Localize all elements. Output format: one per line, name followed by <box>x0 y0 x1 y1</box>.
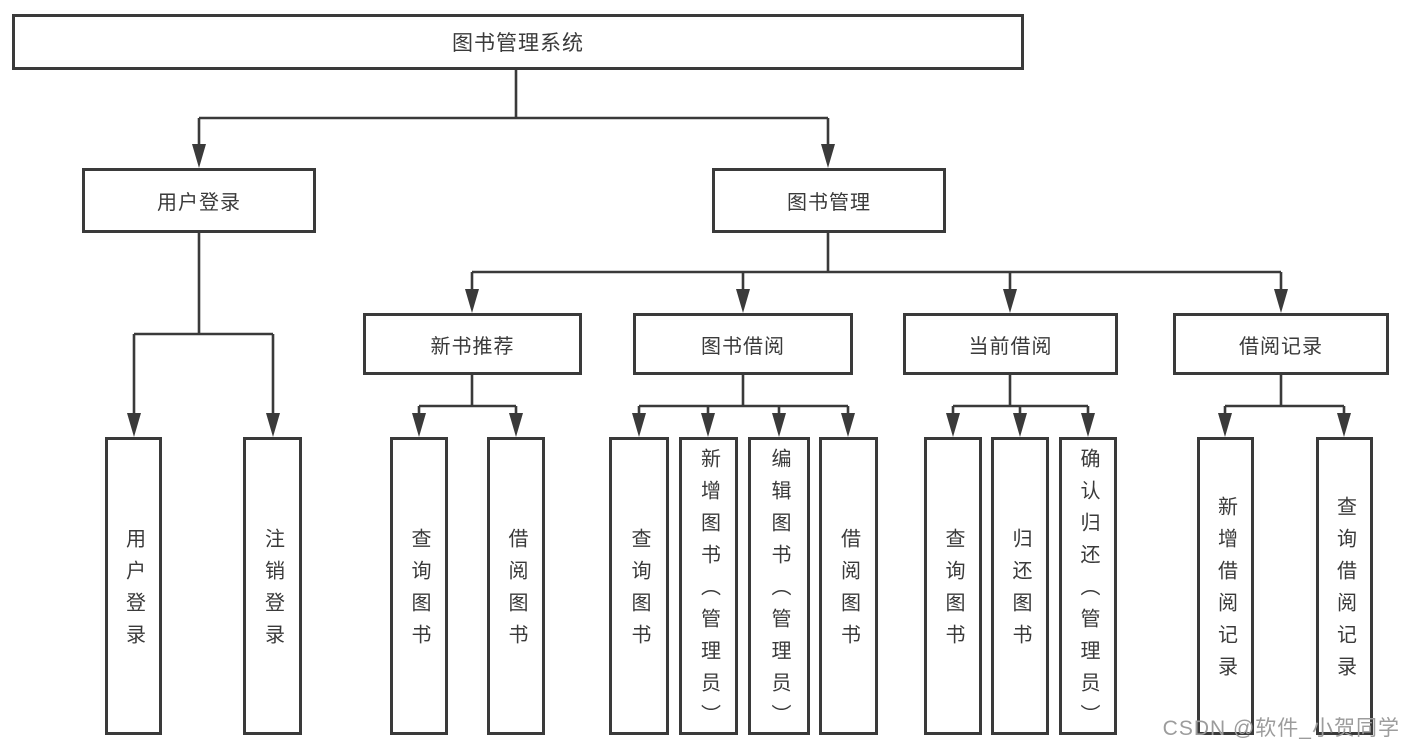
node-book-borrow: 图书借阅 <box>633 313 853 375</box>
leaf-query-books-borrow: 查询图书 <box>609 437 669 735</box>
arrowhead-icon <box>192 144 206 168</box>
arrowhead-icon <box>1274 289 1288 313</box>
leaf-label: 借阅图书 <box>837 528 860 656</box>
arrowhead-icon <box>509 413 523 437</box>
leaf-label: 新增借阅记录 <box>1214 496 1237 688</box>
arrowhead-icon <box>127 413 141 437</box>
arrowhead-icon <box>412 413 426 437</box>
arrowhead-icon <box>1003 289 1017 313</box>
node-borrow-records: 借阅记录 <box>1173 313 1389 375</box>
leaf-logout: 注销登录 <box>243 437 302 735</box>
leaf-query-borrow-record: 查询借阅记录 <box>1316 437 1373 735</box>
node-user-login: 用户登录 <box>82 168 316 233</box>
leaf-label: 编辑图书（管理员） <box>768 448 790 736</box>
connector-book-borrow-children <box>632 375 855 437</box>
leaf-label: 查询借阅记录 <box>1333 496 1356 688</box>
leaf-label: 新增图书（管理员） <box>697 448 720 736</box>
leaf-label: 确认归还（管理员） <box>1077 448 1099 736</box>
connector-book-management-children <box>465 233 1288 313</box>
leaf-query-books-recommend: 查询图书 <box>390 437 448 735</box>
leaf-label: 查询图书 <box>628 528 650 656</box>
leaf-user-login: 用户登录 <box>105 437 162 735</box>
leaf-label: 注销登录 <box>261 528 284 656</box>
arrowhead-icon <box>1013 413 1027 437</box>
arrowhead-icon <box>946 413 960 437</box>
arrowhead-icon <box>1081 413 1095 437</box>
connector-root-to-level2 <box>192 70 835 168</box>
arrowhead-icon <box>632 413 646 437</box>
connector-borrow-records-children <box>1218 375 1351 437</box>
arrowhead-icon <box>266 413 280 437</box>
arrowhead-icon <box>1337 413 1351 437</box>
leaf-add-book-admin: 新增图书（管理员） <box>679 437 738 736</box>
connector-current-borrow-children <box>946 375 1095 437</box>
arrowhead-icon <box>736 289 750 313</box>
leaf-label: 查询图书 <box>408 528 430 656</box>
leaf-add-borrow-record: 新增借阅记录 <box>1197 437 1254 735</box>
leaf-borrow-books: 借阅图书 <box>819 437 878 735</box>
arrowhead-icon <box>772 413 786 437</box>
arrowhead-icon <box>821 144 835 168</box>
leaf-label: 借阅图书 <box>505 528 527 656</box>
arrowhead-icon <box>841 413 855 437</box>
leaf-borrow-books-recommend: 借阅图书 <box>487 437 545 735</box>
leaf-confirm-return-admin: 确认归还（管理员） <box>1059 437 1117 736</box>
connector-user-login-children <box>127 233 280 437</box>
node-current-borrow: 当前借阅 <box>903 313 1118 375</box>
leaf-label: 用户登录 <box>122 528 145 656</box>
node-book-management: 图书管理 <box>712 168 946 233</box>
csdn-watermark: CSDN @软件_小贺同学 <box>1162 717 1400 740</box>
node-library-management-system: 图书管理系统 <box>12 14 1024 70</box>
arrowhead-icon <box>1218 413 1232 437</box>
leaf-query-books-current: 查询图书 <box>924 437 982 735</box>
arrowhead-icon <box>465 289 479 313</box>
leaf-label: 查询图书 <box>942 528 964 656</box>
leaf-return-books: 归还图书 <box>991 437 1049 735</box>
node-new-book-recommend: 新书推荐 <box>363 313 582 375</box>
connector-new-book-recommend-children <box>412 375 523 437</box>
arrowhead-icon <box>701 413 715 437</box>
leaf-edit-book-admin: 编辑图书（管理员） <box>748 437 810 736</box>
leaf-label: 归还图书 <box>1009 528 1031 656</box>
